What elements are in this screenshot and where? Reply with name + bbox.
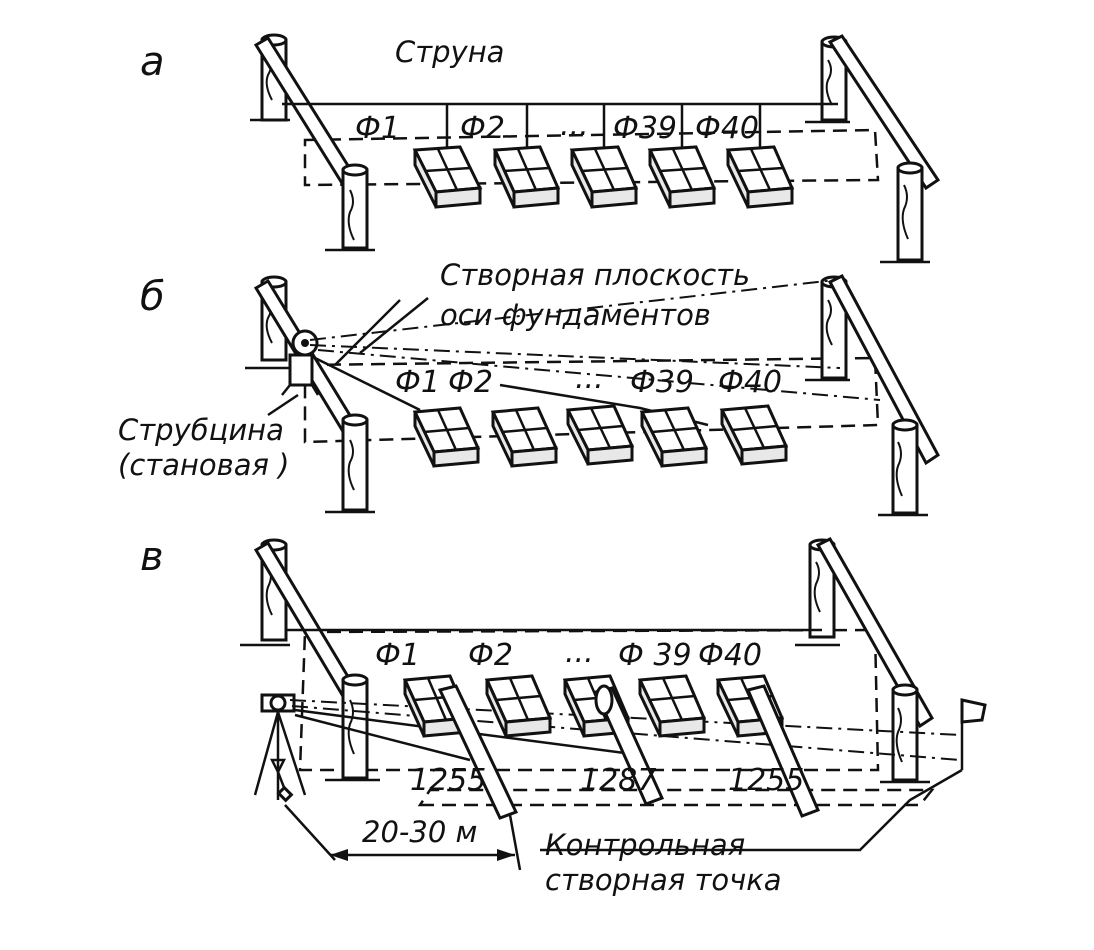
foundation-label: Ф40 <box>695 111 759 146</box>
foundation-slab <box>639 406 709 468</box>
foundation-label: Ф40 <box>718 365 782 400</box>
foundation-label: ... <box>575 361 604 396</box>
batter-board <box>827 34 941 191</box>
sight-line <box>309 279 881 401</box>
panel-c: в <box>140 534 987 897</box>
staff-reading: 1255 <box>728 763 804 798</box>
foundation-label: Ф1 <box>395 365 440 400</box>
post <box>341 418 369 512</box>
distance-label: 20-30 м <box>362 815 477 849</box>
foundation-slab <box>719 404 789 466</box>
string-label: Струна <box>395 35 504 69</box>
sight-line <box>289 699 961 761</box>
plane-label-line1: Створная плоскость <box>440 258 750 292</box>
leveling-staff <box>745 684 821 818</box>
foundation-slab <box>569 145 639 209</box>
clamp-label-line2: (становая ) <box>118 448 289 482</box>
clamp-instrument <box>281 329 320 396</box>
batter-board <box>827 274 940 466</box>
foundation-label: Ф2 <box>448 365 493 400</box>
panel-a: а Струна <box>140 33 941 264</box>
panel-b: б Створная плоскость оси фундаментов Стр… <box>118 258 940 517</box>
post <box>341 168 369 250</box>
foundation-label: Ф 39 <box>618 638 692 673</box>
foundation-label: Ф39 <box>630 365 694 400</box>
theodolite-tripod <box>253 693 307 803</box>
panel-c-letter: в <box>140 534 164 580</box>
panel-b-letter: б <box>140 274 165 320</box>
control-label-line1: Контрольная <box>545 828 745 862</box>
ground-outline <box>303 128 880 187</box>
control-label-line2: створная точка <box>545 863 782 897</box>
foundation-slab <box>412 145 483 209</box>
foundation-label: Ф2 <box>460 111 505 146</box>
staff-reading: 1287 <box>580 763 656 798</box>
foundation-label: ... <box>565 635 594 670</box>
target-flag <box>540 698 987 852</box>
leveling-staff <box>437 684 519 820</box>
foundation-slab <box>492 145 561 209</box>
foundation-label: Ф39 <box>613 111 677 146</box>
foundation-label: Ф1 <box>375 638 420 673</box>
foundation-slab <box>565 404 635 466</box>
foundation-slab <box>484 674 553 738</box>
foundation-label: ... <box>560 108 589 143</box>
foundation-slab <box>647 145 717 209</box>
foundation-label: Ф2 <box>468 638 513 673</box>
plane-label-line2: оси фундаментов <box>440 298 711 332</box>
foundation-slab <box>412 406 481 468</box>
foundation-label: Ф1 <box>355 111 400 146</box>
post <box>891 688 919 782</box>
plane-leader <box>334 297 429 366</box>
foundation-slab <box>637 674 707 738</box>
panel-a-letter: а <box>140 39 165 85</box>
foundation-label: Ф40 <box>698 638 762 673</box>
distance-dimension <box>284 804 522 871</box>
foundation-slab <box>490 406 559 468</box>
post <box>896 166 924 262</box>
foundation-slab <box>725 145 795 209</box>
clamp-label-line1: Струбцина <box>118 413 284 447</box>
staff-reading: 1255 <box>410 763 486 798</box>
batter-board <box>815 537 934 729</box>
